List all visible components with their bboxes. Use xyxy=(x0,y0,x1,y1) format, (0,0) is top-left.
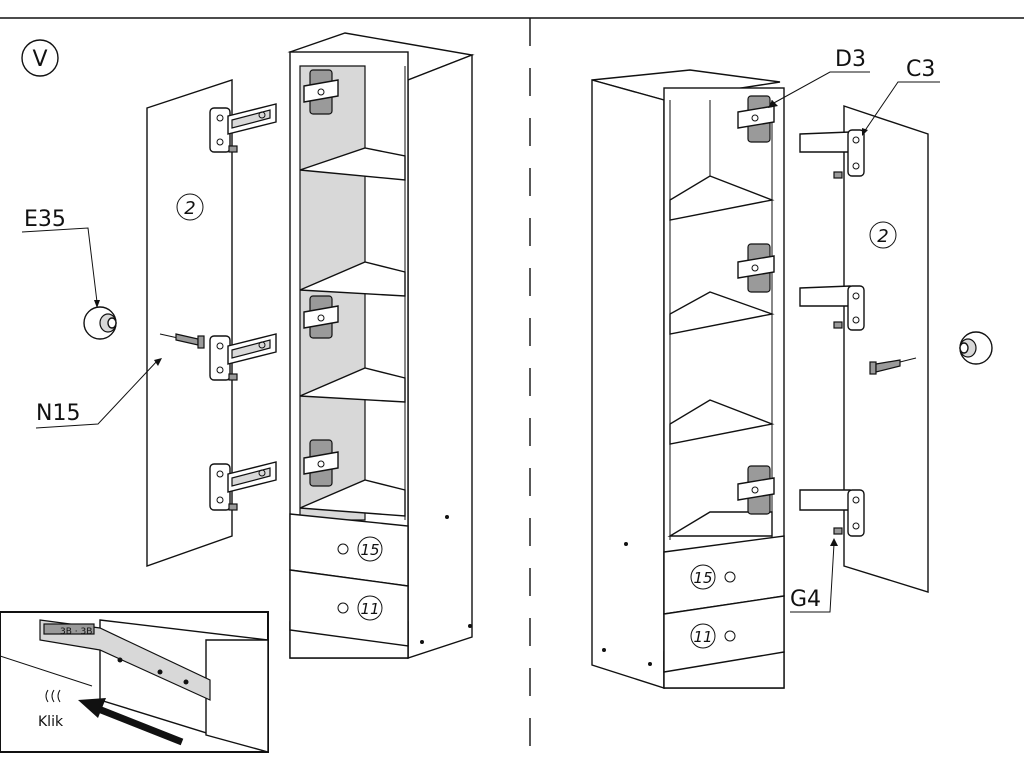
callout-d3-label: D3 xyxy=(835,47,866,72)
callout-d3: D3 xyxy=(768,47,870,108)
callout-e35: E35 xyxy=(21,207,100,308)
screw-right xyxy=(869,357,917,375)
callout-c3: C3 xyxy=(862,57,940,136)
callout-n15-label: N15 xyxy=(36,401,80,426)
knob-right xyxy=(959,331,993,365)
mount-plate-left-bottom xyxy=(303,439,339,487)
hinge-right-mid xyxy=(799,285,865,331)
mount-plate-left-top xyxy=(303,69,339,115)
hinge-right-top xyxy=(799,129,865,179)
door-panel-right: 2 xyxy=(843,105,929,593)
hinge-left-bottom xyxy=(209,461,277,511)
callout-g4-label: G4 xyxy=(790,587,821,612)
left-view: 2 xyxy=(21,32,475,659)
step-label: V xyxy=(32,47,47,72)
callout-g4: G4 xyxy=(790,538,838,613)
hinge-left-mid xyxy=(209,333,277,381)
door-number-right: 2 xyxy=(877,226,888,247)
hinge-left-top xyxy=(209,103,277,153)
right-view: 15 11 2 xyxy=(591,47,993,689)
door-number-left: 2 xyxy=(184,198,195,219)
drawer-slide-inset: 3B · 3B Klik xyxy=(0,611,269,753)
drawer-left-bottom: 11 xyxy=(289,569,409,647)
screw-n15 xyxy=(159,333,205,349)
door-panel-left: 2 xyxy=(146,79,233,567)
drawer-right-bottom: 11 xyxy=(663,595,785,673)
callout-c3-label: C3 xyxy=(906,57,935,82)
drawer-left-bottom-number: 11 xyxy=(360,600,379,618)
drawer-right-top-number: 15 xyxy=(693,569,712,587)
drawer-right-bottom-number: 11 xyxy=(693,628,712,646)
mount-plate-right-mid xyxy=(737,243,775,293)
mount-plate-left-mid xyxy=(303,295,339,339)
callout-e35-label: E35 xyxy=(24,207,66,232)
step-marker: V xyxy=(21,39,59,77)
svg-text:3B · 3B: 3B · 3B xyxy=(60,627,92,637)
callout-n15: N15 xyxy=(35,358,162,429)
hinge-right-bottom xyxy=(799,489,865,537)
mount-plate-right-bottom xyxy=(737,465,775,515)
mount-plate-right-top xyxy=(737,95,775,143)
drawer-left-top-number: 15 xyxy=(360,541,379,559)
knob-e35 xyxy=(83,306,117,340)
klik-label: Klik xyxy=(38,714,64,730)
